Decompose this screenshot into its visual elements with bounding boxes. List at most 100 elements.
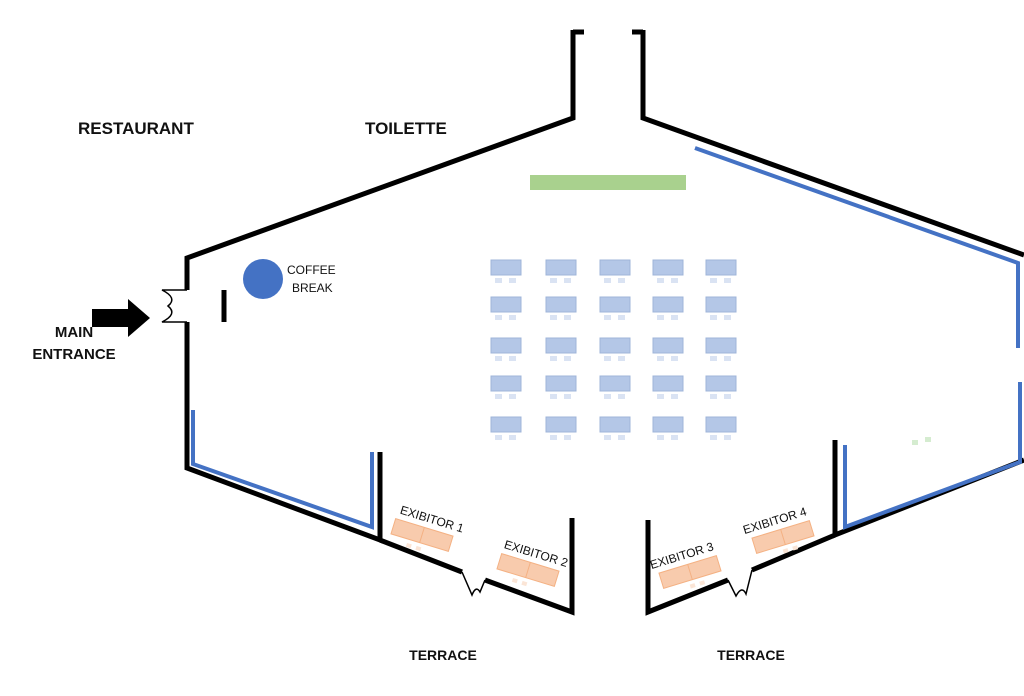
chair [564, 435, 571, 440]
accent-walls [191, 146, 1022, 530]
chair [509, 278, 516, 283]
seating-table [705, 259, 737, 276]
seating-table [490, 416, 522, 433]
seating-table [599, 296, 631, 313]
restaurant-label: RESTAURANT [78, 119, 194, 138]
seating-table [599, 337, 631, 354]
chair [671, 435, 678, 440]
wall-bottom-right [751, 532, 836, 573]
chair [495, 394, 502, 399]
terrace-door-left [461, 571, 486, 597]
chair [618, 435, 625, 440]
chair [564, 315, 571, 320]
wall-bottom-left-2 [484, 518, 575, 616]
main-entrance-label-2: ENTRANCE [32, 346, 115, 363]
seating-table [490, 375, 522, 392]
chair [657, 435, 664, 440]
entrance-arrow-icon [92, 299, 150, 337]
chair [710, 435, 717, 440]
toilette-label: TOILETTE [365, 119, 447, 138]
chair [657, 394, 664, 399]
chair [912, 440, 918, 445]
seating-table [705, 296, 737, 313]
chair [604, 315, 611, 320]
chair [724, 394, 731, 399]
wall-bottom-left [379, 537, 463, 575]
seating-table [545, 416, 577, 433]
main-entrance-door [161, 289, 187, 323]
chair [618, 278, 625, 283]
seating-table [652, 337, 684, 354]
chair [604, 394, 611, 399]
seating-grid [490, 259, 737, 440]
seating-table [705, 416, 737, 433]
chair [564, 394, 571, 399]
chair [495, 315, 502, 320]
chair [604, 356, 611, 361]
wall-left-upper [184, 30, 576, 290]
chair [710, 278, 717, 283]
seating-table [490, 337, 522, 354]
chair [710, 315, 717, 320]
chair [724, 435, 731, 440]
chair [724, 278, 731, 283]
chair [509, 315, 516, 320]
exhibitor-booth-3: EXIBITOR 3 [648, 539, 722, 590]
chair [657, 356, 664, 361]
chair [509, 394, 516, 399]
seating-table [705, 337, 737, 354]
seating-table [652, 416, 684, 433]
terrace-label-right: TERRACE [717, 647, 785, 663]
chair [495, 356, 502, 361]
chair [550, 435, 557, 440]
chair [724, 356, 731, 361]
seating-table [599, 416, 631, 433]
coffee-break-station [243, 259, 283, 299]
chair [671, 315, 678, 320]
wall-left-lower [184, 322, 383, 544]
seating-table [652, 259, 684, 276]
chair [657, 315, 664, 320]
chair [550, 356, 557, 361]
accent-wall-left [191, 410, 374, 530]
chair [618, 315, 625, 320]
chair [710, 394, 717, 399]
chair [604, 435, 611, 440]
chair [550, 394, 557, 399]
seating-table [490, 296, 522, 313]
chair [604, 278, 611, 283]
seating-table [545, 259, 577, 276]
chair [564, 278, 571, 283]
chair [710, 356, 717, 361]
chair [509, 356, 516, 361]
seating-table [599, 375, 631, 392]
seating-table [599, 259, 631, 276]
seating-table [545, 337, 577, 354]
exhibitor-booth-4: EXIBITOR 4 [741, 504, 815, 555]
chair [671, 356, 678, 361]
doors [161, 289, 753, 598]
terrace-door-right [727, 569, 753, 598]
chair [550, 278, 557, 283]
wall-bottom-right-2 [645, 520, 729, 616]
chair [925, 437, 931, 442]
seating-table [545, 296, 577, 313]
accent-wall-right-lower [843, 382, 1022, 530]
chair [495, 435, 502, 440]
chair [495, 278, 502, 283]
chair [564, 356, 571, 361]
main-entrance-label: MAIN [55, 324, 93, 341]
seating-table [545, 375, 577, 392]
chair [671, 394, 678, 399]
chair [671, 278, 678, 283]
chair [618, 394, 625, 399]
walls [184, 29, 1024, 616]
chair [550, 315, 557, 320]
stage-area [530, 175, 686, 190]
coffee-break-label-2: BREAK [292, 281, 333, 295]
terrace-label-left: TERRACE [409, 647, 477, 663]
chair [657, 278, 664, 283]
chair [618, 356, 625, 361]
